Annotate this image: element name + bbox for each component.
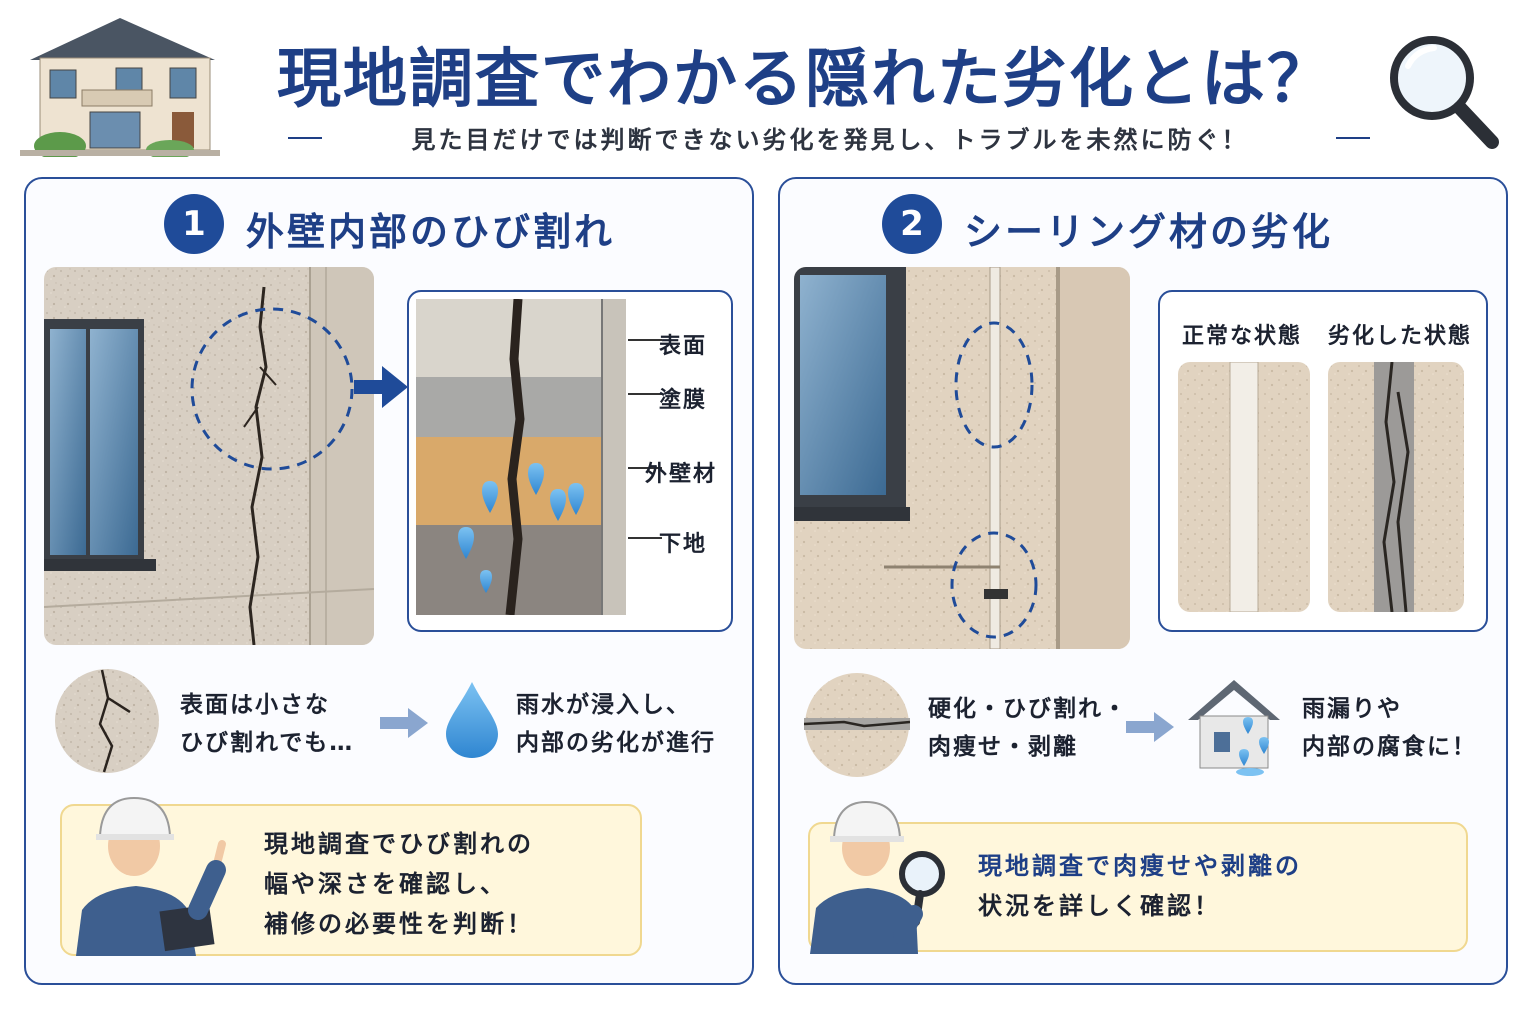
panel2-step1-line2: 肉痩せ・剥離 (928, 734, 1078, 760)
zoom-arrow-icon (350, 362, 410, 412)
house-illustration-icon (20, 12, 220, 160)
magnifier-icon (1386, 32, 1502, 152)
panel1-title: 外壁内部のひび割れ (246, 210, 616, 254)
page-title: 現地調査でわかる隠れた劣化とは？ (277, 43, 1333, 117)
panel1-step1-line1: 表面は小さな (180, 692, 330, 718)
arrow-right-icon (1126, 710, 1176, 744)
panel1-step1-line2: ひび割れでも… (180, 730, 355, 756)
page-subtitle: 見た目だけでは判断できない劣化を発見し、トラブルを未然に防ぐ！ (411, 126, 1249, 154)
panel1-note-text: 現地調査でひび割れの 幅や深さを確認し、 補修の必要性を判断！ (264, 824, 534, 944)
layer-label-substrate: 下地 (659, 532, 708, 557)
sealant-crack-icon (803, 672, 911, 778)
panel1-step2-text: 雨水が浸入し、 内部の劣化が進行 (516, 686, 716, 762)
inspector-pointing-illustration (66, 790, 246, 956)
panel2-step2-line2: 内部の腐食に！ (1302, 734, 1477, 760)
panel1-step2-line2: 内部の劣化が進行 (516, 730, 716, 756)
panel2-step2-line1: 雨漏りや (1302, 696, 1402, 722)
layer-label-wall-material: 外壁材 (645, 462, 718, 487)
water-drop-icon (444, 680, 500, 760)
panel1-step1-text: 表面は小さな ひび割れでも… (180, 686, 354, 762)
panel2-step1-text: 硬化・ひび割れ・ 肉痩せ・剥離 (928, 690, 1128, 766)
panel1-step2-line1: 雨水が浸入し、 (516, 692, 691, 718)
inspector-magnifier-illustration (806, 796, 956, 954)
degraded-state-label: 劣化した状態 (1328, 324, 1473, 349)
panel1-note-line2: 幅や深さを確認し、 (264, 870, 507, 898)
sealant-joint-photo (794, 267, 1130, 649)
wall-crack-photo (44, 267, 374, 645)
layer-label-coating: 塗膜 (659, 388, 708, 413)
subtitle-rule-left (288, 137, 322, 139)
layer-label-surface: 表面 (659, 334, 708, 359)
panel2-note-line2: 状況を詳しく確認！ (978, 892, 1221, 920)
panel2-note-text: 現地調査で肉痩せや剥離の 状況を詳しく確認！ (978, 846, 1302, 926)
panel1-number-badge: 1 (164, 194, 224, 254)
wall-layer-diagram: 表面 塗膜 外壁材 下地 (407, 290, 733, 632)
panel1-note-line3: 補修の必要性を判断！ (264, 910, 534, 938)
layer-leader-lines (626, 292, 666, 634)
panel2-step2-text: 雨漏りや 内部の腐食に！ (1302, 690, 1477, 766)
panel2-note-line1: 現地調査で肉痩せや剥離の (978, 852, 1302, 880)
arrow-right-icon (380, 706, 430, 740)
normal-state-label: 正常な状態 (1182, 324, 1303, 349)
degraded-sealant-photo (1328, 362, 1464, 612)
panel1-note-line1: 現地調査でひび割れの (264, 830, 534, 858)
leaking-house-icon (1186, 674, 1282, 778)
panel2-step1-line1: 硬化・ひび割れ・ (928, 696, 1128, 722)
panel2-title: シーリング材の劣化 (964, 210, 1334, 254)
normal-sealant-photo (1178, 362, 1310, 612)
small-crack-icon (54, 668, 160, 774)
subtitle-rule-right (1336, 137, 1370, 139)
panel2-number-badge: 2 (882, 194, 942, 254)
